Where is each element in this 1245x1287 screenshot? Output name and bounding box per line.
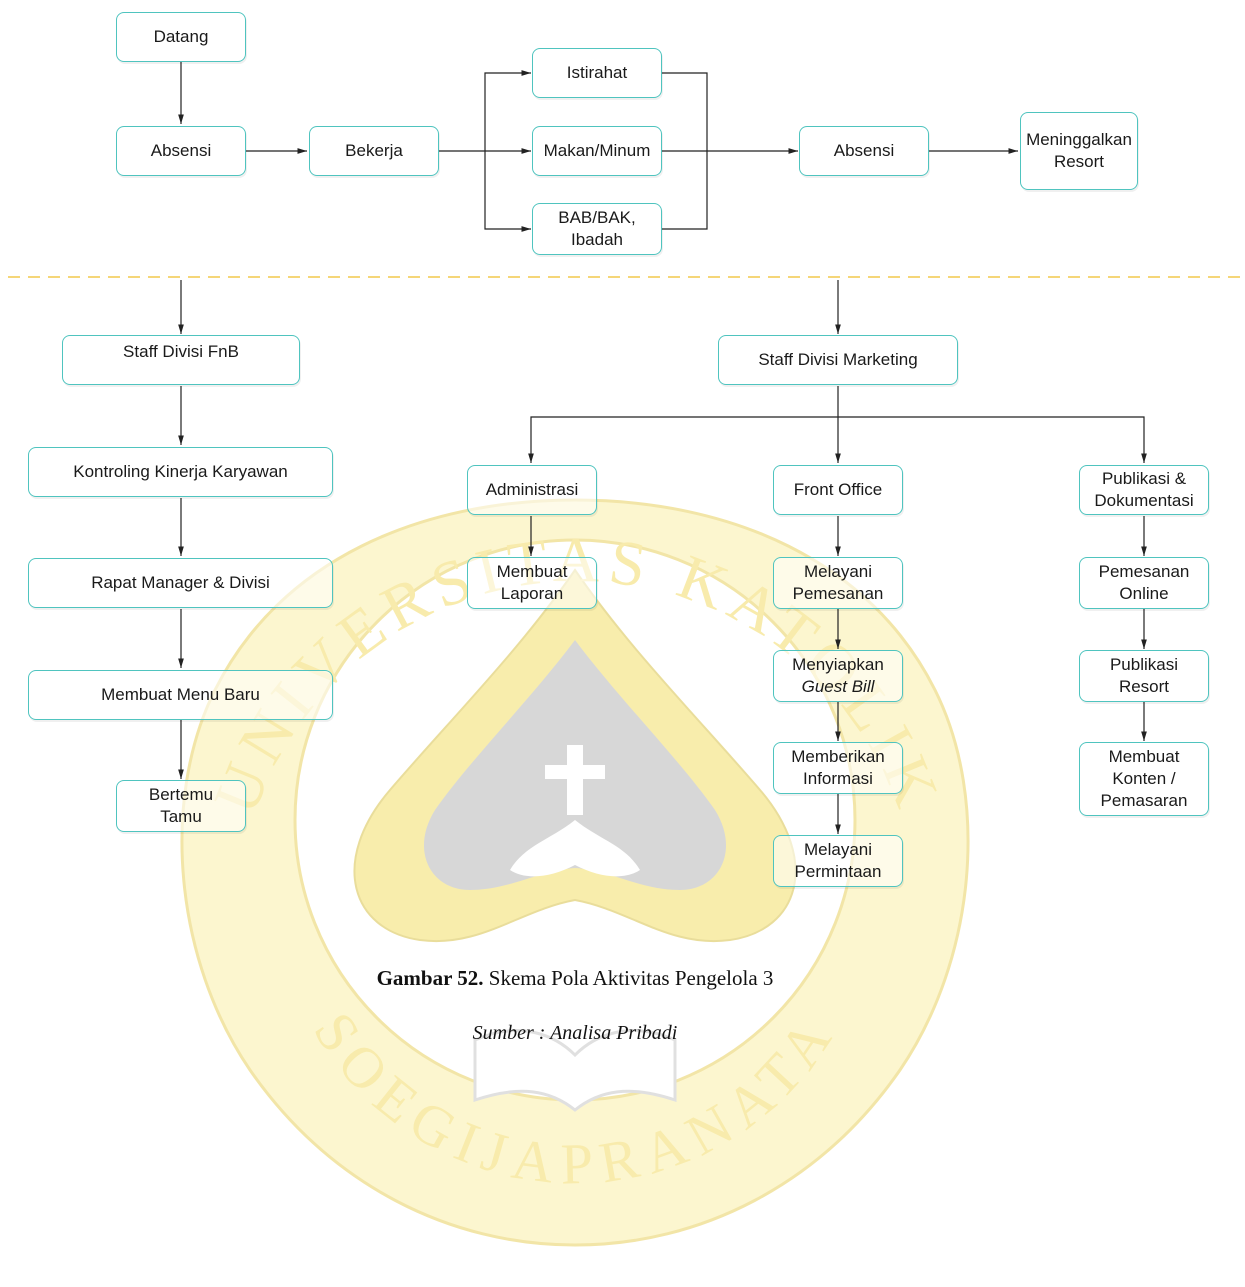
node-label: Meninggalkan Resort bbox=[1026, 130, 1132, 171]
edge-branch-bab bbox=[484, 151, 531, 232]
node-membuat-laporan: Membuat Laporan bbox=[467, 557, 597, 609]
node-label: Istirahat bbox=[566, 63, 628, 82]
node-menyiapkan-guest-bill: Menyiapkan Guest Bill bbox=[773, 650, 903, 702]
node-label: Absensi bbox=[833, 141, 895, 160]
node-label: Publikasi & Dokumentasi bbox=[1094, 469, 1194, 510]
node-membuat-konten: Membuat Konten / Pemasaran bbox=[1079, 742, 1209, 816]
edge-branch-publikasi bbox=[838, 416, 1147, 463]
node-absensi-in: Absensi bbox=[116, 126, 246, 176]
caption-title: Skema Pola Aktivitas Pengelola 3 bbox=[483, 966, 774, 990]
node-label-italic: Guest Bill bbox=[801, 677, 875, 696]
node-melayani-pemesanan: Melayani Pemesanan bbox=[773, 557, 903, 609]
node-label: Pemesanan Online bbox=[1098, 562, 1190, 603]
node-label: BAB/BAK, Ibadah bbox=[558, 208, 636, 249]
node-label: Front Office bbox=[793, 480, 883, 499]
node-staff-fnb: Staff Divisi FnB bbox=[62, 335, 300, 385]
node-label: Membuat Menu Baru bbox=[101, 685, 260, 704]
node-label: Melayani Permintaan bbox=[794, 840, 882, 881]
caption-label: Gambar 52. bbox=[376, 966, 484, 990]
node-label: Absensi bbox=[150, 141, 212, 160]
node-front-office: Front Office bbox=[773, 465, 903, 515]
figure-source: Sumber : Analisa Pribadi bbox=[472, 1022, 678, 1044]
node-rapat: Rapat Manager & Divisi bbox=[28, 558, 333, 608]
node-makan-minum: Makan/Minum bbox=[532, 126, 662, 176]
node-datang: Datang bbox=[116, 12, 246, 62]
node-absensi-out: Absensi bbox=[799, 126, 929, 176]
node-melayani-permintaan: Melayani Permintaan bbox=[773, 835, 903, 887]
node-staff-marketing: Staff Divisi Marketing bbox=[718, 335, 958, 385]
node-label: Makan/Minum bbox=[543, 141, 651, 160]
node-label: Memberikan Informasi bbox=[791, 747, 885, 788]
node-bekerja: Bekerja bbox=[309, 126, 439, 176]
node-label: Melayani Pemesanan bbox=[792, 562, 884, 603]
node-label: Membuat Laporan bbox=[496, 562, 568, 603]
node-label: Datang bbox=[153, 27, 209, 46]
node-memberikan-informasi: Memberikan Informasi bbox=[773, 742, 903, 794]
node-label: Membuat Konten / Pemasaran bbox=[1100, 747, 1188, 810]
node-bab-bak-ibadah: BAB/BAK, Ibadah bbox=[532, 203, 662, 255]
node-label: Menyiapkan bbox=[792, 655, 884, 674]
figure-caption: Gambar 52. Skema Pola Aktivitas Pengelol… bbox=[0, 966, 1150, 991]
node-label: Bekerja bbox=[345, 141, 403, 160]
node-pemesanan-online: Pemesanan Online bbox=[1079, 557, 1209, 609]
node-publikasi-dokumentasi: Publikasi & Dokumentasi bbox=[1079, 465, 1209, 515]
node-label: Kontroling Kinerja Karyawan bbox=[73, 462, 288, 481]
node-istirahat: Istirahat bbox=[532, 48, 662, 98]
node-administrasi: Administrasi bbox=[467, 465, 597, 515]
node-menu-baru: Membuat Menu Baru bbox=[28, 670, 333, 720]
node-label: Rapat Manager & Divisi bbox=[91, 573, 270, 592]
node-bertemu-tamu: Bertemu Tamu bbox=[116, 780, 246, 832]
node-label: Administrasi bbox=[485, 480, 579, 499]
node-label: Publikasi Resort bbox=[1109, 655, 1179, 696]
node-kontroling: Kontroling Kinerja Karyawan bbox=[28, 447, 333, 497]
node-label: Staff Divisi FnB bbox=[123, 342, 239, 361]
edge-branch-admin bbox=[528, 416, 838, 463]
node-label: Bertemu Tamu bbox=[148, 785, 214, 826]
node-label: Staff Divisi Marketing bbox=[758, 350, 918, 369]
node-meninggalkan-resort: Meninggalkan Resort bbox=[1020, 112, 1138, 190]
edge-branch-istirahat bbox=[484, 70, 531, 151]
node-publikasi-resort: Publikasi Resort bbox=[1079, 650, 1209, 702]
